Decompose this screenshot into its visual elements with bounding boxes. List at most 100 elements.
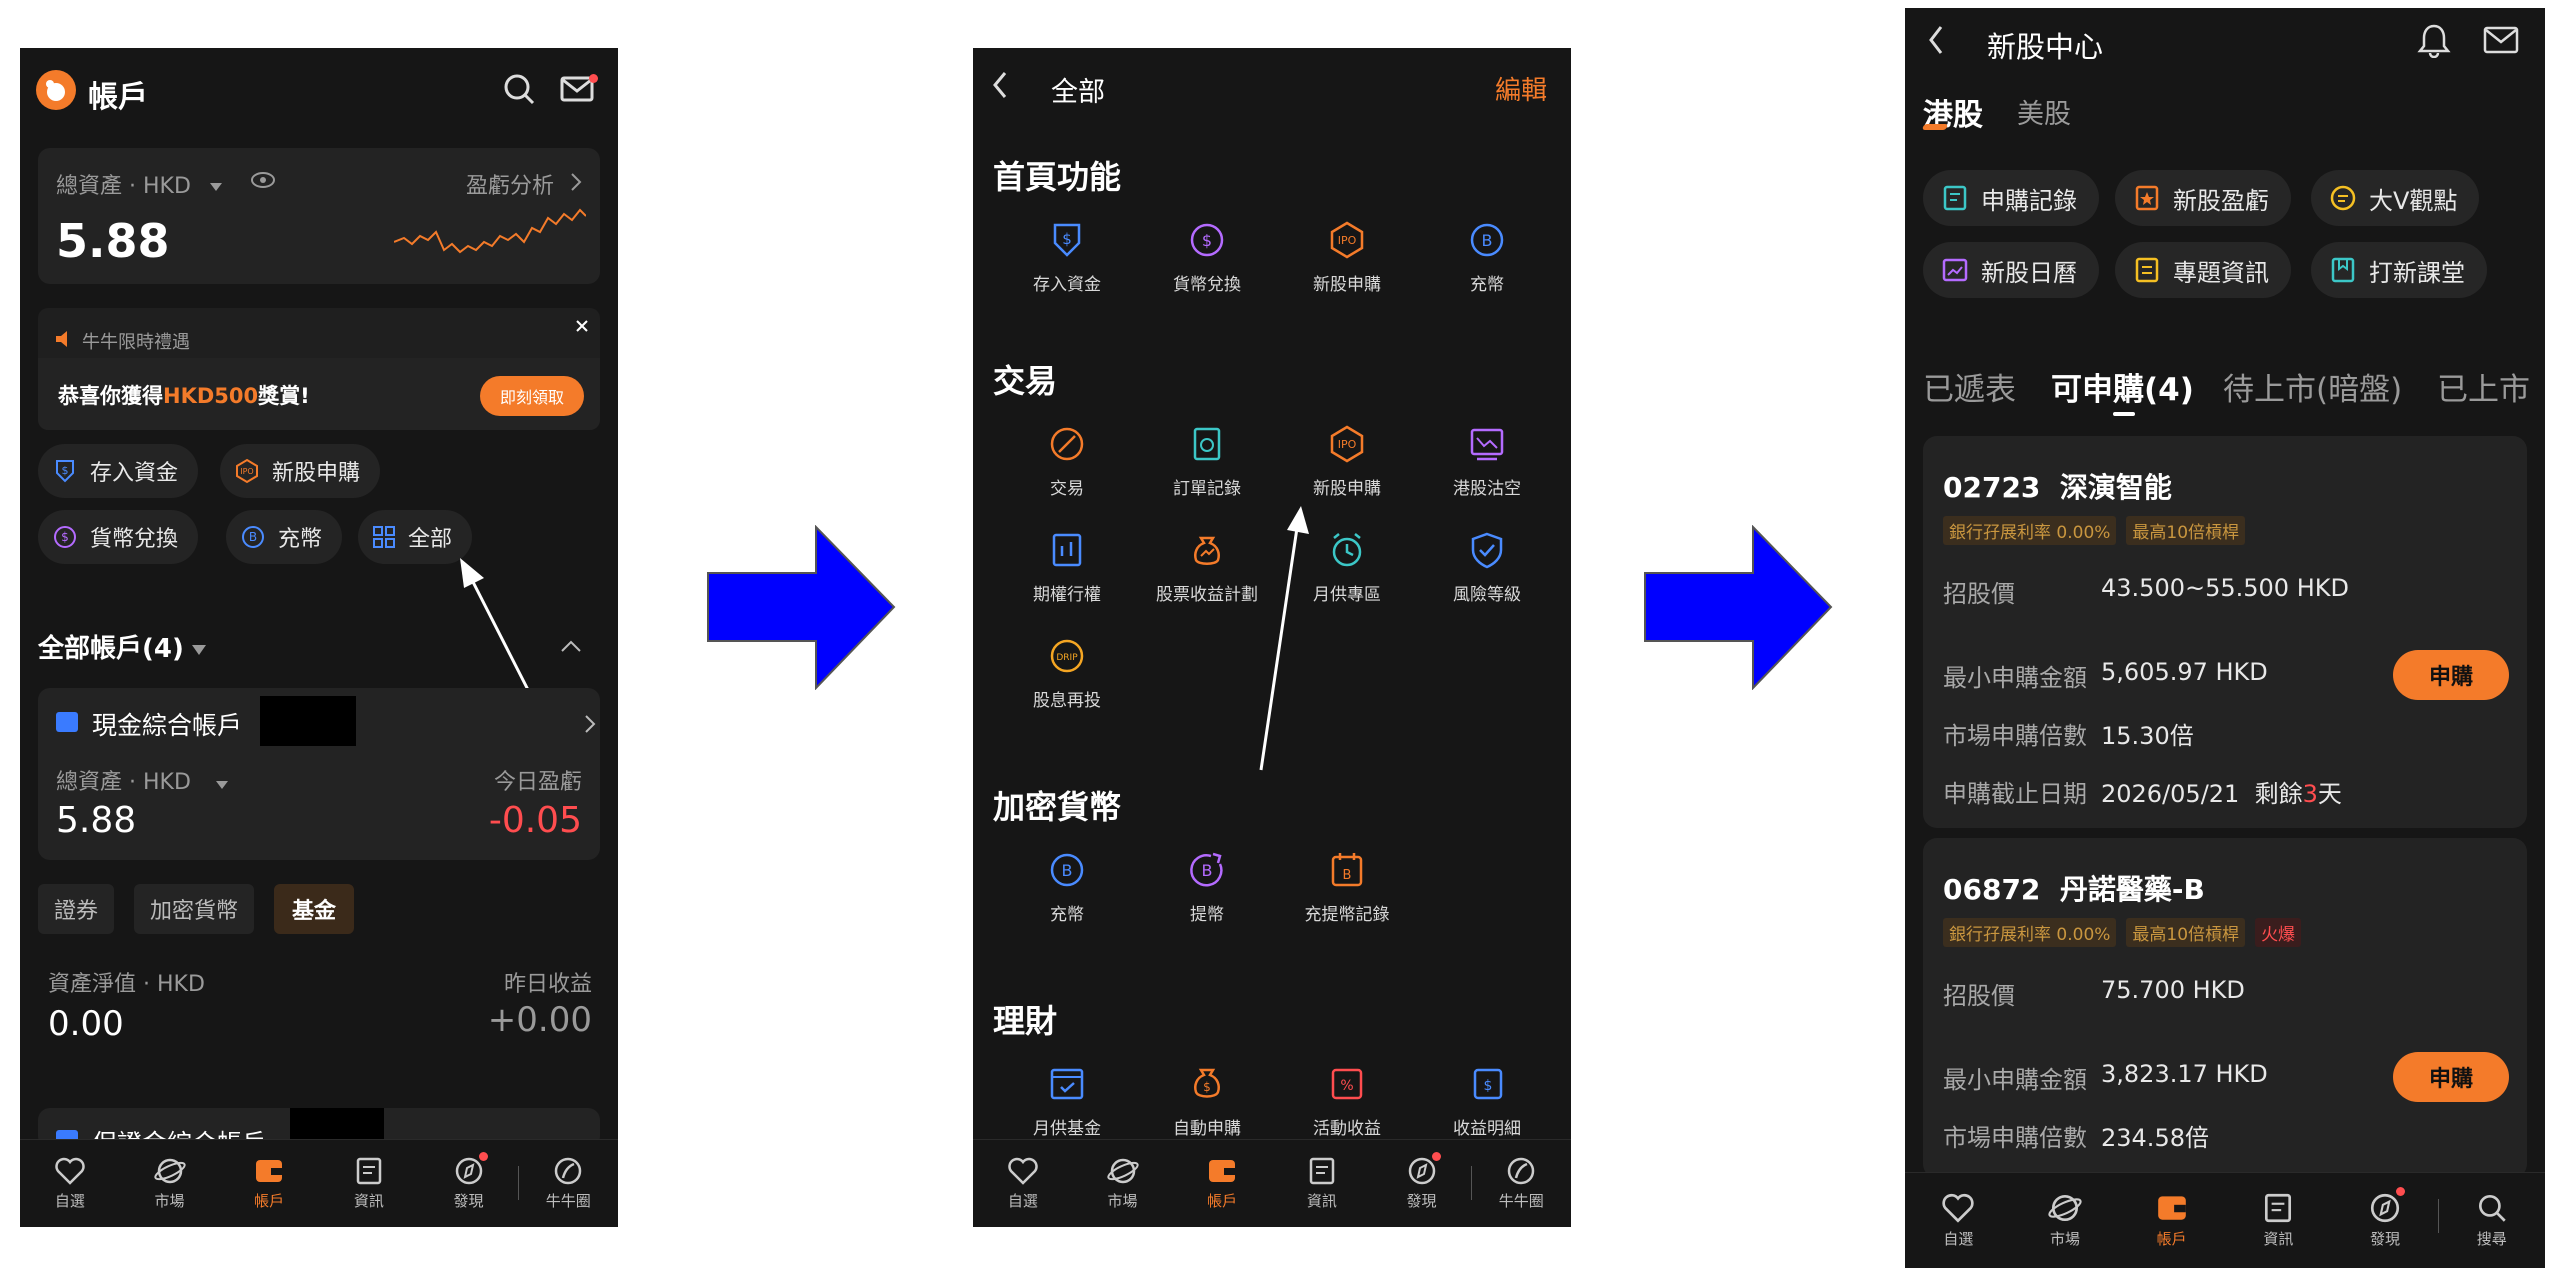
apply-button[interactable]: 申購 <box>2393 650 2509 700</box>
grid-earnings-detail[interactable]: $收益明細 <box>1417 1064 1557 1139</box>
page-title: 新股中心 <box>1987 30 2104 64</box>
promo-banner[interactable]: 恭喜你獲得HKD500獎賞! 即刻領取 <box>38 358 600 430</box>
chip-calendar[interactable]: 新股日曆 <box>1923 242 2099 298</box>
eye-icon[interactable] <box>250 170 276 194</box>
nav-watchlist[interactable]: 自選 <box>973 1140 1073 1227</box>
grid-stock-income-plan[interactable]: 股票收益計劃 <box>1137 530 1277 605</box>
price-value: 75.700 HKD <box>2101 976 2245 1004</box>
grid-monthly-fund[interactable]: 月供基金 <box>997 1064 1137 1139</box>
svg-text:B: B <box>1202 861 1213 880</box>
deposit-button[interactable]: $ 存入資金 <box>38 444 199 498</box>
chip-pnl[interactable]: 新股盈虧 <box>2115 170 2291 226</box>
back-icon[interactable] <box>1927 24 1945 60</box>
mail-icon[interactable] <box>560 74 598 108</box>
nav-discover[interactable]: 發現 <box>2332 1173 2439 1268</box>
search-icon[interactable] <box>502 72 536 110</box>
svg-text:$: $ <box>1062 230 1072 248</box>
grid-orders[interactable]: 訂單記錄 <box>1137 424 1277 499</box>
status-listed[interactable]: 已上市 <box>2437 372 2530 408</box>
nav-account[interactable]: 帳戶 <box>2118 1173 2225 1268</box>
fx-button[interactable]: $ 貨幣兌換 <box>38 510 199 564</box>
caret-down-icon[interactable] <box>210 176 222 195</box>
svg-text:IPO: IPO <box>1338 234 1357 247</box>
ipo-button[interactable]: IPO 新股申購 <box>220 444 381 498</box>
multiple-value: 15.30倍 <box>2101 722 2194 750</box>
nav-account[interactable]: 帳戶 <box>1172 1140 1272 1227</box>
grid-trade[interactable]: 交易 <box>997 424 1137 499</box>
today-pnl-label: 今日盈虧 <box>493 770 582 795</box>
grid-fx[interactable]: $貨幣兌換 <box>1137 220 1277 295</box>
ipo-card[interactable]: 02723 深演智能 銀行孖展利率 0.00%最高10倍槓桿 招股價 43.50… <box>1923 436 2527 828</box>
grid-auto-subscribe[interactable]: $自動申購 <box>1137 1064 1277 1139</box>
svg-text:IPO: IPO <box>240 467 253 476</box>
tab-securities[interactable]: 證券 <box>38 884 115 934</box>
today-pnl-value: -0.05 <box>488 800 582 841</box>
nav-market[interactable]: 市場 <box>120 1140 220 1227</box>
nav-account[interactable]: 帳戶 <box>219 1140 319 1227</box>
bottom-nav: 自選 市場 帳戶 資訊 發現 搜尋 <box>1905 1172 2545 1268</box>
nav-news[interactable]: 資訊 <box>2225 1173 2332 1268</box>
nav-news[interactable]: 資訊 <box>319 1140 419 1227</box>
svg-text:DRIP: DRIP <box>1056 653 1078 663</box>
svg-text:$: $ <box>61 530 69 544</box>
grid-deposit[interactable]: $存入資金 <box>997 220 1137 295</box>
min-amount-label: 最小申購金額 <box>1943 1066 2087 1094</box>
nav-market[interactable]: 市場 <box>2012 1173 2119 1268</box>
cash-account-card[interactable]: 現金綜合帳戶 總資產 · HKD 今日盈虧 5.88 -0.05 <box>38 688 600 860</box>
grid-risk-level[interactable]: 風險等級 <box>1417 530 1557 605</box>
grid-event-earnings[interactable]: %活動收益 <box>1277 1064 1417 1139</box>
nav-search[interactable]: 搜尋 <box>2438 1173 2545 1268</box>
close-icon[interactable] <box>574 318 590 338</box>
chip-class[interactable]: 打新課堂 <box>2311 242 2487 298</box>
apply-button[interactable]: 申購 <box>2393 1052 2509 1102</box>
tab-crypto[interactable]: 加密貨幣 <box>134 884 255 934</box>
status-grey-market[interactable]: 待上市(暗盤) <box>2223 372 2403 408</box>
grid-monthly-plan[interactable]: 月供專區 <box>1277 530 1417 605</box>
nav-watchlist[interactable]: 自選 <box>1905 1173 2012 1268</box>
nav-watchlist[interactable]: 自選 <box>20 1140 120 1227</box>
status-filed[interactable]: 已遞表 <box>1923 372 2016 408</box>
chip-records[interactable]: 申購記錄 <box>1923 170 2099 226</box>
chevron-up-icon[interactable] <box>560 638 582 657</box>
flow-arrow-icon <box>1644 525 1833 690</box>
bookmark-icon <box>2331 257 2355 283</box>
nav-community[interactable]: 牛牛圈 <box>1471 1140 1571 1227</box>
multiple-label: 市場申購倍數 <box>1943 722 2087 750</box>
accounts-header[interactable]: 全部帳戶(4) <box>38 634 184 664</box>
nav-discover[interactable]: 發現 <box>419 1140 519 1227</box>
stock-title: 02723 深演智能 <box>1943 471 2172 504</box>
mail-icon[interactable] <box>2483 24 2519 60</box>
status-subscribable[interactable]: 可申購(4) <box>2051 372 2194 408</box>
nav-news[interactable]: 資訊 <box>1272 1140 1372 1227</box>
flow-arrow-icon <box>707 525 896 690</box>
nav-discover[interactable]: 發現 <box>1372 1140 1472 1227</box>
all-functions-button[interactable]: 全部 <box>358 510 473 564</box>
nav-community[interactable]: 牛牛圈 <box>518 1140 618 1227</box>
tab-us[interactable]: 美股 <box>2017 99 2071 130</box>
chip-topics[interactable]: 專題資訊 <box>2115 242 2291 298</box>
pnl-analysis-link[interactable]: 盈虧分析 <box>466 174 555 199</box>
chip-kol[interactable]: 大V觀點 <box>2311 170 2480 226</box>
svg-text:$: $ <box>1484 1078 1493 1094</box>
grid-options-exercise[interactable]: 期權行權 <box>997 530 1137 605</box>
total-assets-card[interactable]: 總資產 · HKD 盈虧分析 5.88 <box>38 148 600 284</box>
cash-assets-value: 5.88 <box>56 800 137 841</box>
crypto-deposit-button[interactable]: B 充幣 <box>226 510 343 564</box>
bell-icon[interactable] <box>2417 22 2451 62</box>
edit-button[interactable]: 編輯 <box>1494 76 1547 106</box>
grid-short-sell[interactable]: 港股沽空 <box>1417 424 1557 499</box>
nav-market[interactable]: 市場 <box>1073 1140 1173 1227</box>
claim-button[interactable]: 即刻領取 <box>480 376 584 416</box>
ipo-card[interactable]: 06872 丹諾醫藥-B 銀行孖展利率 0.00%最高10倍槓桿火爆 招股價 7… <box>1923 838 2527 1178</box>
svg-text:B: B <box>1062 861 1073 880</box>
back-icon[interactable] <box>991 70 1009 104</box>
tab-funds[interactable]: 基金 <box>274 884 355 934</box>
svg-text:%: % <box>1340 1078 1353 1094</box>
